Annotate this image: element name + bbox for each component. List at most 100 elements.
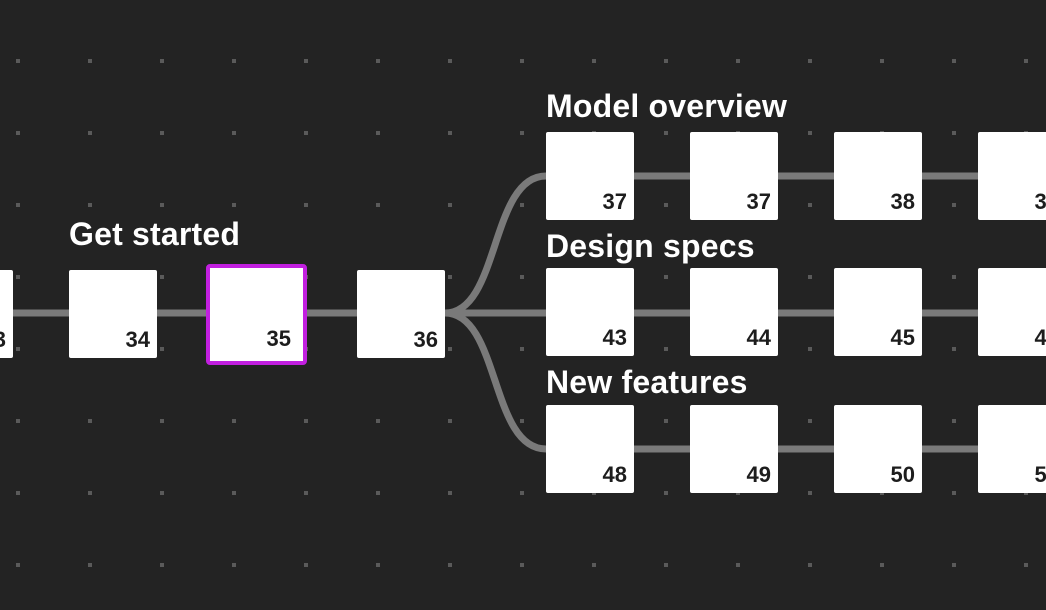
- grid-dot: [16, 131, 20, 135]
- grid-dot: [160, 419, 164, 423]
- frame-number: 48: [602, 462, 627, 487]
- grid-dot: [16, 275, 20, 279]
- grid-dot: [952, 563, 956, 567]
- grid-dot: [16, 491, 20, 495]
- grid-dot: [520, 59, 524, 63]
- grid-dot: [88, 491, 92, 495]
- grid-dot: [952, 131, 956, 135]
- grid-dot: [232, 563, 236, 567]
- section-title-model-overview: Model overview: [546, 88, 788, 124]
- grid-dot: [16, 203, 20, 207]
- frame-card-model-overview-2[interactable]: 37: [690, 132, 778, 220]
- grid-dot: [88, 419, 92, 423]
- frame-card-design-specs-1[interactable]: 43: [546, 268, 634, 356]
- frame-number: 37: [746, 189, 771, 214]
- grid-dot: [1024, 491, 1028, 495]
- frame-card-new-features-1[interactable]: 48: [546, 405, 634, 493]
- grid-dot: [232, 203, 236, 207]
- frame-card-new-features-2[interactable]: 49: [690, 405, 778, 493]
- frame-card-design-specs-3[interactable]: 45: [834, 268, 922, 356]
- grid-dot: [160, 59, 164, 63]
- grid-dot: [664, 275, 668, 279]
- grid-dot: [376, 59, 380, 63]
- grid-dot: [232, 59, 236, 63]
- connector-branch-new-features: [441, 309, 1046, 453]
- grid-dot: [160, 275, 164, 279]
- grid-dot: [160, 131, 164, 135]
- frame-card-new-features-3[interactable]: 50: [834, 405, 922, 493]
- grid-dot: [448, 347, 452, 351]
- grid-dot: [736, 59, 740, 63]
- grid-dot: [808, 59, 812, 63]
- frame-card-35-selected[interactable]: 35: [206, 264, 307, 365]
- frame-number: 35: [266, 326, 291, 351]
- grid-dot: [88, 563, 92, 567]
- grid-dot: [304, 491, 308, 495]
- grid-dot: [520, 347, 524, 351]
- grid-dot: [376, 491, 380, 495]
- grid-dot: [736, 563, 740, 567]
- grid-dot: [808, 131, 812, 135]
- frame-number: 46: [1034, 325, 1046, 350]
- grid-dot: [16, 347, 20, 351]
- frame-card-design-specs-4[interactable]: 46: [978, 268, 1046, 356]
- frame-card-new-features-4[interactable]: 51: [978, 405, 1046, 493]
- grid-dot: [16, 563, 20, 567]
- grid-dot: [664, 491, 668, 495]
- grid-dot: [88, 203, 92, 207]
- grid-dot: [448, 59, 452, 63]
- grid-dot: [952, 59, 956, 63]
- frame-card-model-overview-1[interactable]: 37: [546, 132, 634, 220]
- grid-dot: [952, 347, 956, 351]
- grid-dot: [880, 563, 884, 567]
- grid-dot: [304, 131, 308, 135]
- grid-dot: [160, 491, 164, 495]
- grid-dot: [16, 59, 20, 63]
- grid-dot: [304, 59, 308, 63]
- grid-dot: [808, 419, 812, 423]
- grid-dot: [808, 563, 812, 567]
- frame-number: 43: [602, 325, 627, 350]
- grid-dot: [664, 563, 668, 567]
- grid-dot: [952, 203, 956, 207]
- frame-card-33[interactable]: 33: [0, 270, 13, 358]
- grid-dot: [664, 131, 668, 135]
- grid-dot: [232, 491, 236, 495]
- frame-number: 38: [890, 189, 915, 214]
- grid-dot: [664, 59, 668, 63]
- grid-dot: [88, 59, 92, 63]
- frame-number: 36: [413, 327, 438, 352]
- section-title-new-features: New features: [546, 364, 748, 400]
- grid-dot: [808, 275, 812, 279]
- grid-dot: [664, 203, 668, 207]
- grid-dot: [520, 275, 524, 279]
- grid-dot: [376, 131, 380, 135]
- grid-dot: [808, 347, 812, 351]
- grid-dot: [664, 347, 668, 351]
- frame-number: 50: [890, 462, 915, 487]
- grid-dot: [448, 491, 452, 495]
- frame-card-model-overview-3[interactable]: 38: [834, 132, 922, 220]
- grid-dot: [592, 59, 596, 63]
- frame-number: 33: [0, 327, 6, 353]
- grid-dot: [520, 419, 524, 423]
- grid-dot: [592, 563, 596, 567]
- grid-dot: [520, 563, 524, 567]
- grid-dot: [448, 131, 452, 135]
- grid-dot: [160, 347, 164, 351]
- frame-number: 51: [1034, 462, 1046, 487]
- grid-dot: [160, 203, 164, 207]
- grid-dot: [448, 203, 452, 207]
- grid-dot: [952, 491, 956, 495]
- frame-card-34[interactable]: 34: [69, 270, 157, 358]
- frame-card-design-specs-2[interactable]: 44: [690, 268, 778, 356]
- frame-card-model-overview-4[interactable]: 39: [978, 132, 1046, 220]
- section-title-design-specs: Design specs: [546, 228, 755, 264]
- grid-dot: [448, 419, 452, 423]
- frame-card-36[interactable]: 36: [357, 270, 445, 358]
- grid-dot: [304, 203, 308, 207]
- grid-dot: [1024, 563, 1028, 567]
- grid-dot: [376, 203, 380, 207]
- frame-number: 44: [746, 325, 771, 350]
- grid-dot: [88, 131, 92, 135]
